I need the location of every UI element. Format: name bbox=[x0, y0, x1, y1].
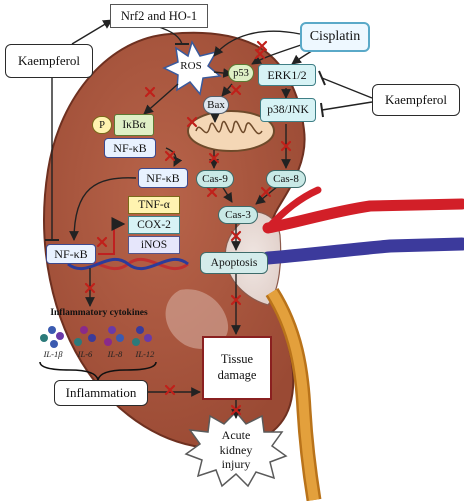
inflammation-box: Inflammation bbox=[54, 380, 148, 406]
inhibition-marks bbox=[84, 40, 292, 416]
il-1b-label: IL-1β bbox=[43, 349, 63, 359]
cas8-pill: Cas-8 bbox=[266, 170, 306, 188]
inflammatory-cytokines-label: Inflammatory cytokines bbox=[50, 308, 148, 318]
apoptosis-box: Apoptosis bbox=[200, 252, 268, 274]
cas9-pill: Cas-9 bbox=[196, 170, 234, 188]
ros-label: ROS bbox=[180, 60, 202, 72]
renal-artery bbox=[262, 198, 464, 234]
ros-star bbox=[162, 40, 222, 96]
p53-pill: p53 bbox=[228, 64, 254, 82]
kidney-sinus bbox=[165, 289, 229, 349]
cox2-box: COX-2 bbox=[128, 216, 180, 234]
renal-vein bbox=[261, 237, 464, 265]
phospho-p-circle: P bbox=[92, 116, 112, 134]
ikba-box: IκBα bbox=[114, 114, 154, 136]
il-12-label: IL-12 bbox=[135, 349, 155, 359]
kaempferol-left-label: Kaempferol bbox=[5, 44, 93, 78]
inos-box: iNOS bbox=[128, 236, 180, 254]
bax-pill: Bax bbox=[203, 96, 229, 114]
il-6-label: IL-6 bbox=[77, 349, 93, 359]
erk-box: ERK1/2 bbox=[258, 64, 316, 86]
p38-jnk-box: p38/JNK bbox=[260, 98, 316, 122]
acute-kidney-injury-label: Acute kidney injury bbox=[219, 428, 253, 472]
cas3-pill: Cas-3 bbox=[218, 206, 258, 224]
nfkb-cytoplasm-box: NF-κB bbox=[104, 138, 156, 158]
kaempferol-right-label: Kaempferol bbox=[372, 84, 460, 116]
aki-burst bbox=[184, 410, 288, 488]
cytokine-dots bbox=[40, 326, 152, 348]
artery-branch bbox=[264, 186, 322, 232]
mitochondrion bbox=[187, 110, 275, 152]
nfkb-nucleus-box: NF-κB bbox=[46, 244, 96, 264]
nrf2-ho1-box: Nrf2 and HO-1 bbox=[110, 4, 208, 28]
cisplatin-box: Cisplatin bbox=[300, 22, 370, 52]
tnf-alpha-box: TNF-α bbox=[128, 196, 180, 214]
il-8-label: IL-8 bbox=[107, 349, 123, 359]
nfkb-translocating-box: NF-κB bbox=[138, 168, 188, 188]
tissue-damage-box: Tissue damage bbox=[202, 336, 272, 400]
